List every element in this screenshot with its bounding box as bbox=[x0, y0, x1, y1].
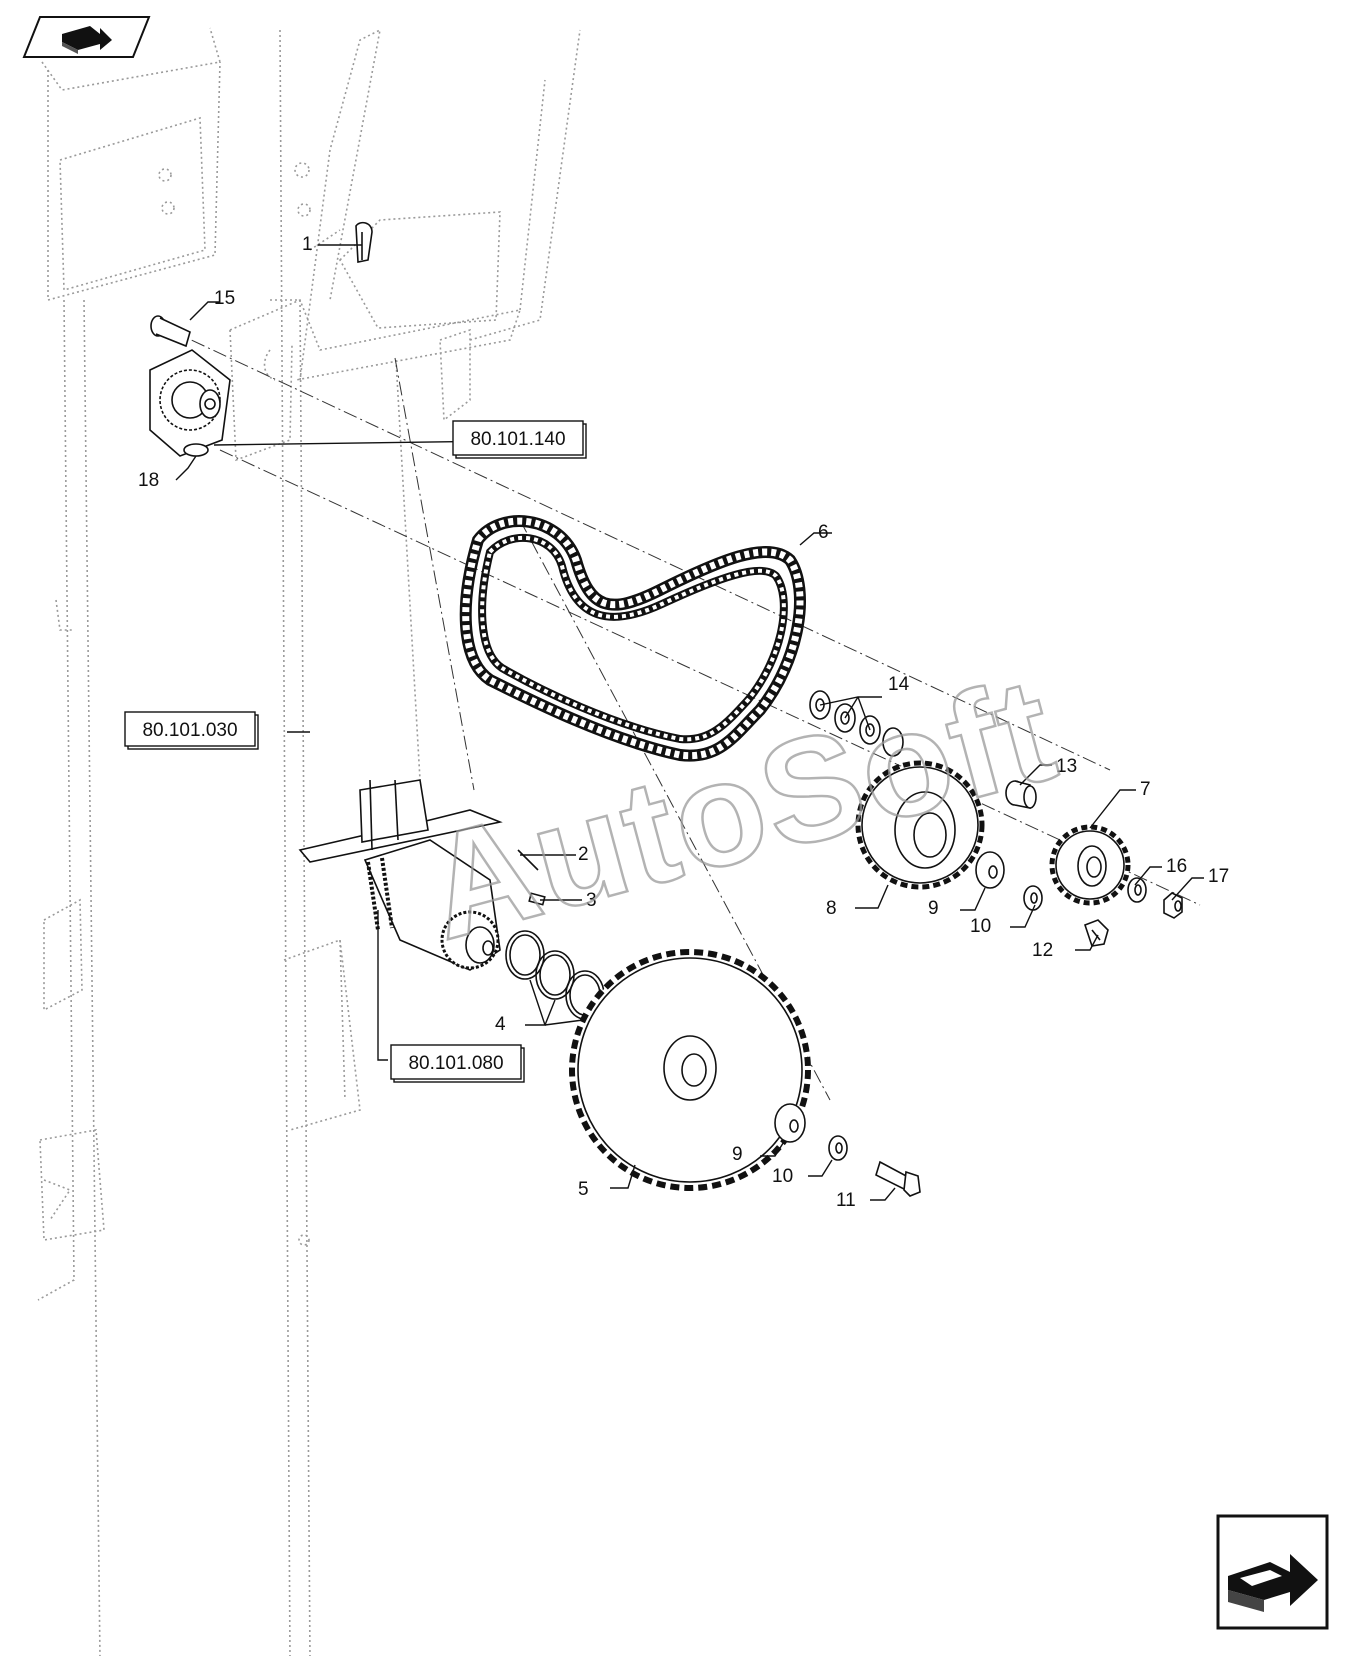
part-7-small-sprocket bbox=[1049, 824, 1131, 906]
callout-labels: 1 2 3 4 5 6 7 8 9 9 10 10 11 12 13 14 15… bbox=[138, 234, 1229, 1211]
part-16-washer bbox=[1127, 877, 1147, 903]
part-6-roller-chain bbox=[459, 515, 806, 762]
next-page-arrow-icon[interactable] bbox=[1216, 1514, 1329, 1630]
assembly-axis-lines bbox=[169, 329, 1201, 1101]
callout-9-lower: 9 bbox=[732, 1144, 743, 1165]
gearbox-assembly bbox=[298, 779, 503, 971]
navigation-arrow-icon[interactable] bbox=[22, 16, 151, 58]
part-5-large-sprocket bbox=[569, 949, 811, 1191]
callout-4: 4 bbox=[495, 1014, 506, 1035]
part-9-washer-lower bbox=[774, 1103, 806, 1143]
part-3-key bbox=[528, 892, 546, 906]
callout-13: 13 bbox=[1056, 756, 1077, 777]
ref-label-80-101-140: 80.101.140 bbox=[470, 429, 565, 450]
part-9-washer-upper bbox=[975, 851, 1005, 889]
callout-5: 5 bbox=[578, 1179, 589, 1200]
callout-11: 11 bbox=[836, 1190, 856, 1211]
callout-17: 17 bbox=[1208, 866, 1229, 887]
callout-7: 7 bbox=[1140, 779, 1151, 800]
callout-2: 2 bbox=[578, 844, 589, 865]
part-2-pin bbox=[517, 849, 539, 871]
callout-8: 8 bbox=[826, 898, 837, 919]
callout-10-lower: 10 bbox=[772, 1166, 793, 1187]
ref-label-80-101-030: 80.101.030 bbox=[142, 720, 237, 741]
callout-6: 6 bbox=[818, 522, 829, 543]
part-13-bushing bbox=[1005, 780, 1037, 809]
callout-15: 15 bbox=[214, 288, 235, 309]
callout-14: 14 bbox=[888, 674, 910, 695]
part-8-sprocket bbox=[855, 760, 985, 890]
part-10-lockwasher-lower bbox=[828, 1135, 848, 1161]
callout-10-upper: 10 bbox=[970, 916, 991, 937]
ref-label-80-101-080: 80.101.080 bbox=[408, 1053, 503, 1074]
callout-18: 18 bbox=[138, 470, 159, 491]
callout-16: 16 bbox=[1166, 856, 1187, 877]
callout-9-upper: 9 bbox=[928, 898, 939, 919]
part-1-bolt bbox=[355, 221, 373, 263]
part-17-nut bbox=[1163, 892, 1183, 919]
part-15-bolt bbox=[150, 315, 191, 348]
callout-3: 3 bbox=[586, 890, 597, 911]
part-11-bolt bbox=[875, 1160, 921, 1197]
part-12-bolt bbox=[1083, 919, 1109, 947]
reference-box-80-101-080[interactable]: 80.101.080 bbox=[390, 1044, 525, 1083]
reference-box-80-101-030[interactable]: 80.101.030 bbox=[124, 711, 259, 750]
left-hub-assembly bbox=[149, 349, 231, 457]
part-10-lockwasher-upper bbox=[1023, 885, 1043, 911]
frame-outline bbox=[37, 27, 581, 1661]
callout-12: 12 bbox=[1032, 940, 1053, 961]
part-18-key bbox=[183, 443, 209, 457]
reference-box-80-101-140[interactable]: 80.101.140 bbox=[452, 420, 587, 459]
callout-1: 1 bbox=[302, 234, 313, 255]
